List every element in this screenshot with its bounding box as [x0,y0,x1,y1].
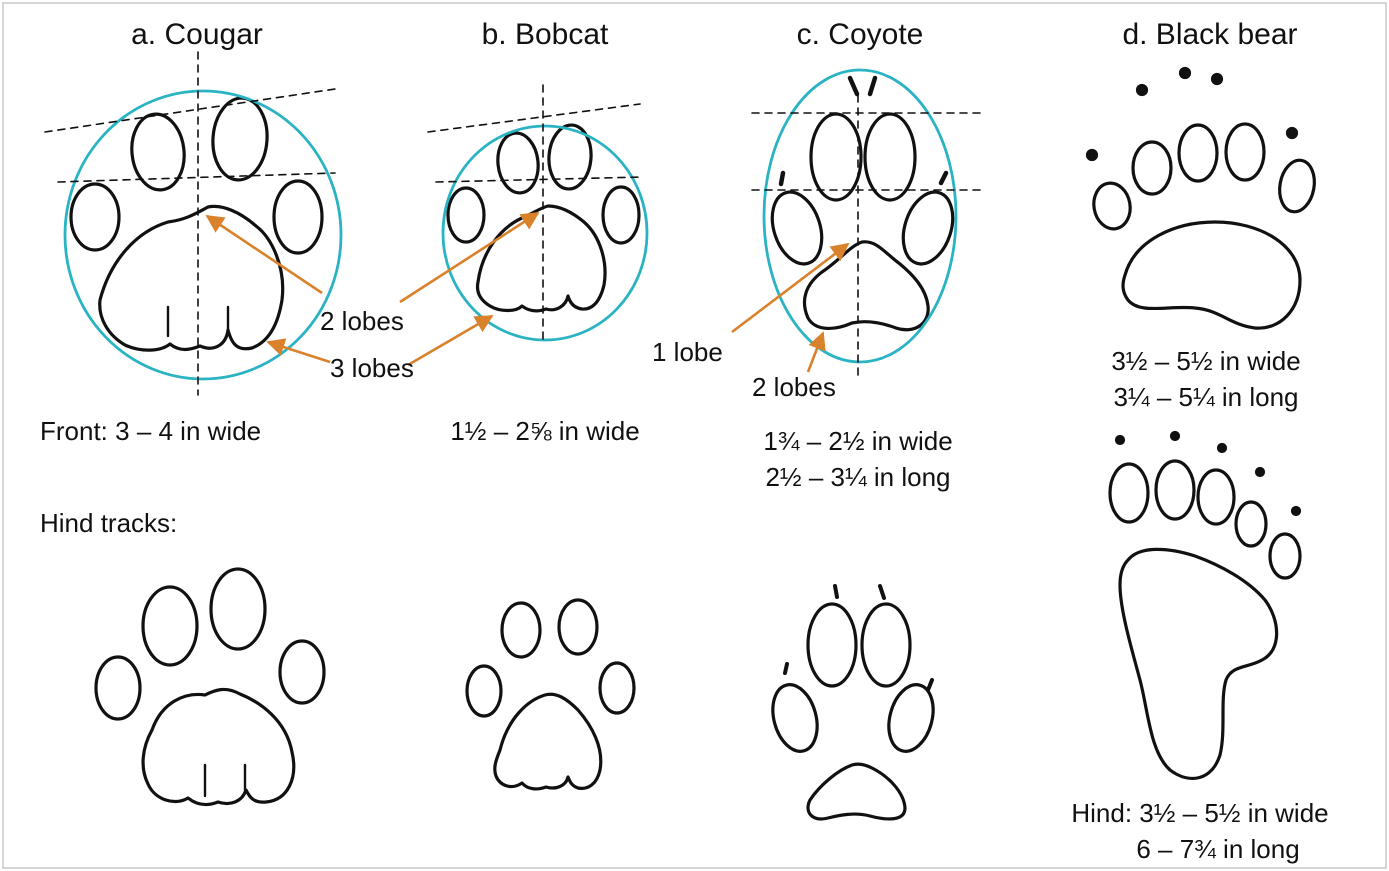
arrow-bobcat-3-lobes [408,316,492,365]
coyote-front-width: 1¾ – 2½ in wide [763,426,952,457]
bobcat-hind-track [467,600,634,789]
bear-front-track [1088,69,1319,329]
coyote-outline-circle [764,70,956,362]
one-lobe-label: 1 lobe [652,337,723,368]
bobcat-heading: b. Bobcat [482,18,609,52]
arrow-cougar-3-lobes [268,342,330,362]
bear-heading: d. Black bear [1122,18,1297,52]
bear-hind-width: Hind: 3½ – 5½ in wide [1071,798,1328,829]
cougar-hind-track [96,569,324,805]
bear-front-width: 3½ – 5½ in wide [1111,346,1300,377]
coyote-front-track [752,70,985,376]
bear-hind-length: 6 – 7¾ in long [1136,834,1299,865]
cougar-outline-circle [65,91,341,379]
cougar-heading: a. Cougar [131,18,263,52]
coyote-hind-track [766,586,940,819]
hind-tracks-label: Hind tracks: [40,508,177,539]
coyote-front-length: 2½ – 3¼ in long [765,462,950,493]
cougar-front-size: Front: 3 – 4 in wide [40,416,261,447]
cougar-front-track [45,52,341,395]
arrow-coyote-2-lobes [808,333,823,372]
bobcat-front-track [428,85,647,345]
bear-hind-track [1110,433,1300,779]
three-lobes-label: 3 lobes [330,353,414,384]
coyote-two-lobes-label: 2 lobes [752,372,836,403]
arrow-cougar-2-lobes [207,216,322,293]
bobcat-front-size: 1½ – 2⅝ in wide [450,416,639,447]
arrow-bobcat-2-lobes [400,213,538,302]
two-lobes-label: 2 lobes [320,306,404,337]
coyote-heading: c. Coyote [797,18,924,52]
bear-front-length: 3¼ – 5¼ in long [1113,382,1298,413]
